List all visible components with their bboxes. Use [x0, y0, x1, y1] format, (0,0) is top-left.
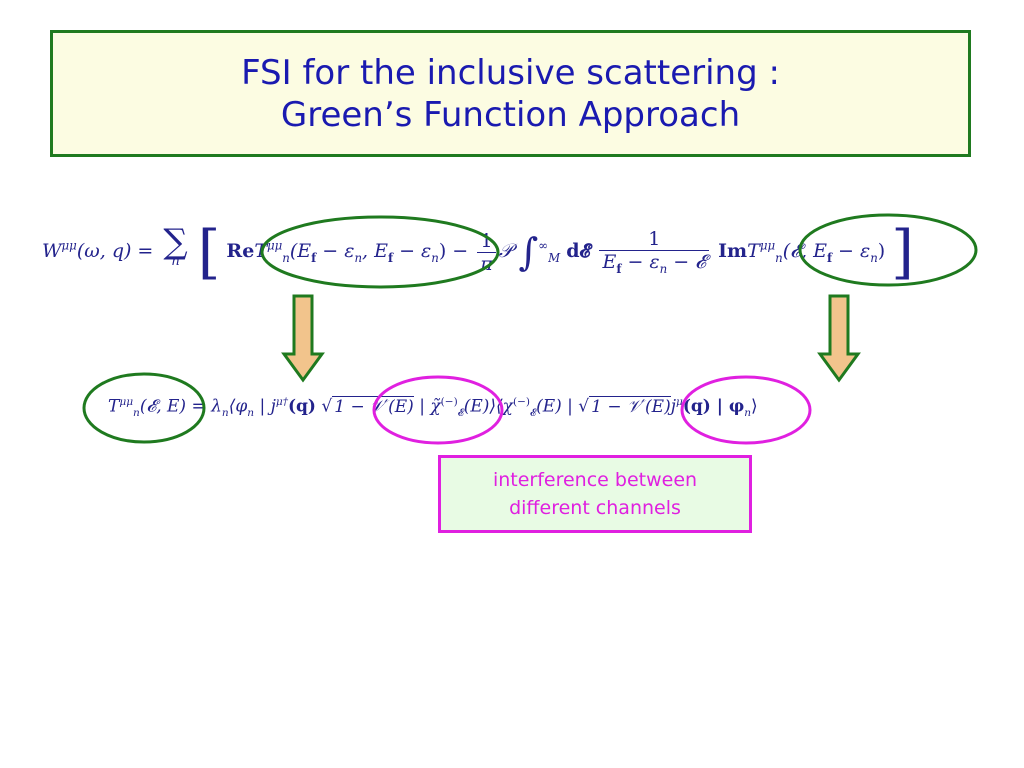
eq1-term2-close: )	[877, 240, 886, 262]
eq1-term2-tail: − ε	[832, 240, 871, 262]
ellipse-real-part	[260, 215, 500, 289]
arrow-down-right	[817, 294, 861, 383]
eq1-term1-args: (E	[289, 240, 312, 262]
eq2-sqrt2-body: 1 − 𝒱′(E)	[589, 395, 671, 417]
eq2-chi2-sub: 𝓔	[530, 407, 537, 420]
interference-note: interference between different channels	[438, 455, 752, 533]
eq1-term2-sub: n	[775, 250, 783, 265]
eq1-term2: T	[747, 240, 760, 262]
arrow-down-left	[281, 294, 325, 383]
eq2-chi1-sup: (−)	[440, 396, 458, 408]
equation-t: Tμμn(𝓔, E) = λn⟨φn | jμ†(q) √1 − 𝒱′(E) |…	[108, 395, 758, 420]
eq2-chi1-sub: 𝓔	[457, 407, 464, 420]
sum-index: n	[171, 254, 180, 269]
ellipse-sqrt-left	[372, 375, 504, 445]
im-operator: Im	[718, 240, 748, 262]
eq1-term2-sup: μμ	[759, 238, 776, 253]
eq2-bra: ⟨φ	[228, 396, 248, 417]
eq1-lhs-sup: μμ	[61, 238, 77, 253]
eq2-j2: j	[670, 396, 676, 417]
frac2-den-c: − 𝓔	[667, 251, 707, 274]
eq1-term1-n2: n	[431, 250, 439, 265]
eq1-term1-mid: − ε	[316, 240, 355, 262]
eq1-lhs: W	[42, 240, 62, 262]
eq2-sqrt2-sign: √	[578, 396, 590, 417]
frac2-den-a: E	[602, 251, 617, 274]
eq2-lhs-args: (𝓔, E) = λ	[139, 396, 222, 417]
frac2-den: Ef − εn − 𝓔	[599, 251, 709, 276]
eq2-lhs: T	[108, 396, 120, 417]
principal-value: 𝒫	[498, 240, 513, 262]
eq2-sqrt1-sign: √	[321, 396, 333, 417]
eq1-term1-tail: − ε	[393, 240, 432, 262]
integral-sign: ∫	[518, 230, 539, 274]
note-line-1: interference between	[492, 469, 698, 491]
title-line-1: FSI for the inclusive scattering :	[241, 52, 780, 93]
eq1-term1-sup: μμ	[267, 238, 283, 253]
eq2-j1: | j	[254, 396, 276, 417]
eq1-term2-args: (𝓔, E	[782, 240, 827, 262]
eq1-term1-f2: f	[387, 250, 394, 265]
eq1-term1-f: f	[311, 250, 317, 265]
note-line-2: different channels	[509, 497, 681, 519]
left-bracket: [	[197, 218, 221, 286]
eq2-lhs-sup: μμ	[119, 396, 134, 408]
eq2-chi2-args: (E) |	[536, 396, 579, 417]
eq2-j2-sup: μ	[676, 396, 683, 408]
frac2-den-b: − ε	[621, 251, 660, 274]
eq2-chi2-sup: (−)	[512, 396, 531, 408]
eq1-term1-sub: n	[282, 250, 290, 265]
eq2-q1: (q)	[287, 396, 316, 417]
eq2-lhs-sub: n	[133, 407, 140, 420]
eq1-term1-comma: , E	[362, 240, 388, 262]
int-upper: ∞	[538, 238, 549, 253]
eq2-chi1: | χ̃	[413, 396, 441, 417]
ellipse-sqrt-right	[680, 375, 812, 445]
title-line-2: Green’s Function Approach	[280, 94, 741, 135]
frac2-den-n: n	[659, 261, 668, 276]
int-lower: M	[548, 250, 561, 265]
ellipse-imag-part	[798, 213, 978, 287]
frac2-den-f: f	[616, 261, 622, 276]
eq2-j1-sup: μ†	[275, 396, 288, 408]
title-box: FSI for the inclusive scattering : Green…	[50, 30, 971, 157]
eq1-term1-close: )	[438, 240, 447, 262]
eq1-lhs-args: (ω, q) =	[76, 240, 154, 262]
eq2-bra-sub: n	[247, 407, 255, 420]
differential: d𝓔	[566, 240, 591, 262]
re-operator: Re	[226, 240, 255, 262]
eq1-minus: −	[452, 240, 469, 262]
eq1-term1-n: n	[354, 250, 363, 265]
eq2-ket: ⟩	[751, 396, 758, 417]
right-bracket: ]	[891, 218, 914, 286]
eq2-q2: (q) | φ	[682, 396, 745, 417]
eq1-term2-f: f	[826, 250, 832, 265]
frac2-num: 1	[599, 228, 710, 252]
eq1-term2-n: n	[870, 250, 878, 265]
eq2-lambda-sub: n	[221, 407, 229, 420]
eq2-ket-sub: n	[744, 407, 752, 420]
ellipse-lhs-t	[82, 372, 206, 444]
